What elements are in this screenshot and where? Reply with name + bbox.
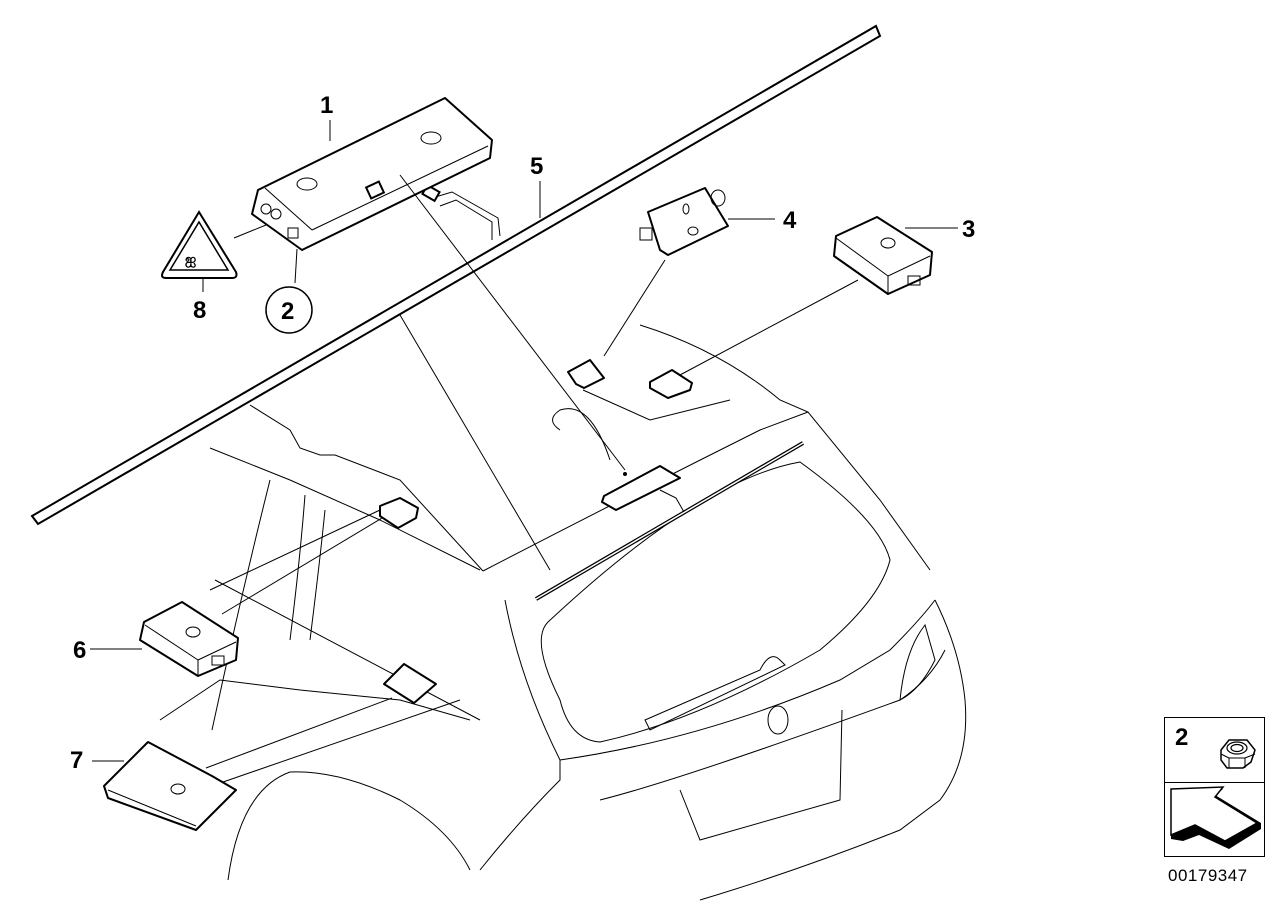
legend-item-number: 2 (1175, 724, 1189, 751)
installed-module-6 (379, 497, 419, 529)
rear-window-antenna-bar[interactable] (534, 441, 805, 601)
legend-box: 2 (1164, 717, 1265, 857)
callout-5: 5 (530, 153, 543, 180)
callout-2-circled: 2 (265, 286, 313, 334)
part-8-warning-label[interactable]: ஐ (161, 210, 238, 279)
vehicle-outline (159, 174, 967, 901)
callout-6: 6 (73, 637, 86, 664)
callout-1: 1 (320, 92, 333, 119)
legend-hex-nut-cell: 2 (1165, 718, 1264, 783)
hex-nut-icon (1220, 739, 1256, 769)
installation-direction-arrow-icon (1170, 786, 1261, 849)
part-3-control-module[interactable] (833, 216, 933, 295)
part-6-control-module[interactable] (139, 601, 239, 677)
installed-module-3 (649, 369, 693, 399)
callout-4: 4 (783, 207, 797, 234)
svg-text:2: 2 (281, 298, 294, 325)
installed-module-4 (567, 359, 605, 389)
part-7-bracket[interactable] (103, 741, 237, 831)
callout-3: 3 (962, 216, 975, 243)
part-4-antenna-filter[interactable] (639, 187, 729, 256)
callout-7: 7 (70, 747, 83, 774)
antenna-strip[interactable] (30, 24, 882, 526)
installed-module-7 (383, 663, 437, 704)
rear-window-amplifier[interactable] (601, 465, 685, 513)
callout-8: 8 (193, 297, 206, 324)
diagram-id: 00179347 (1168, 866, 1248, 885)
part-1-antenna-amplifier[interactable] (251, 97, 493, 251)
warning-symbol-icon: ஐ (185, 252, 196, 268)
